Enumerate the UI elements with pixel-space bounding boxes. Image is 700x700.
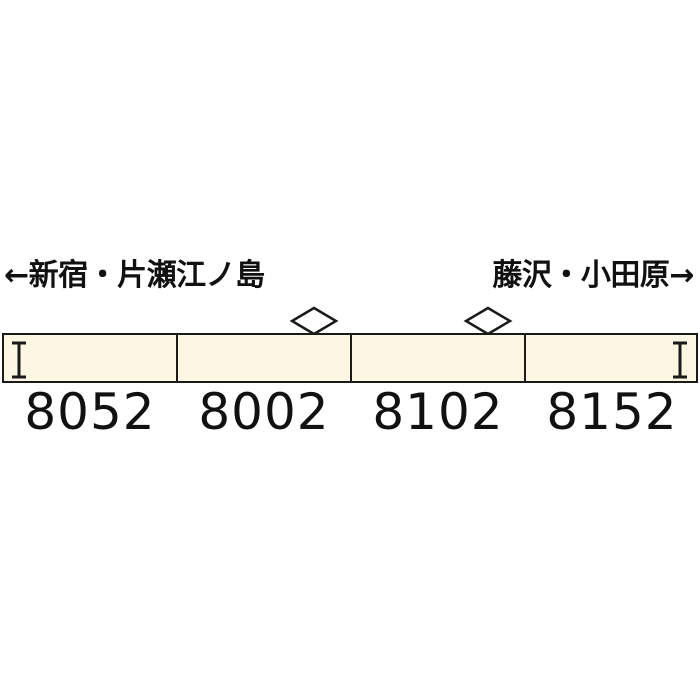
car-number-2: 8002	[198, 383, 330, 441]
car-body-3	[350, 333, 526, 383]
direction-left-label: ←新宿・片瀬江ノ島	[4, 258, 265, 293]
car-number-4: 8152	[546, 383, 678, 441]
car-body-1	[2, 333, 178, 383]
cab-marker-icon-left	[12, 341, 26, 379]
direction-right-label: 藤沢・小田原→	[492, 258, 694, 293]
cab-marker-icon-right	[673, 341, 687, 379]
pantograph-icon-car-3	[463, 306, 513, 336]
car-number-3: 8102	[372, 383, 504, 441]
car-number-1: 8052	[24, 383, 156, 441]
car-body-4	[524, 333, 698, 383]
car-body-2	[176, 333, 352, 383]
pantograph-icon-car-2	[289, 306, 339, 336]
